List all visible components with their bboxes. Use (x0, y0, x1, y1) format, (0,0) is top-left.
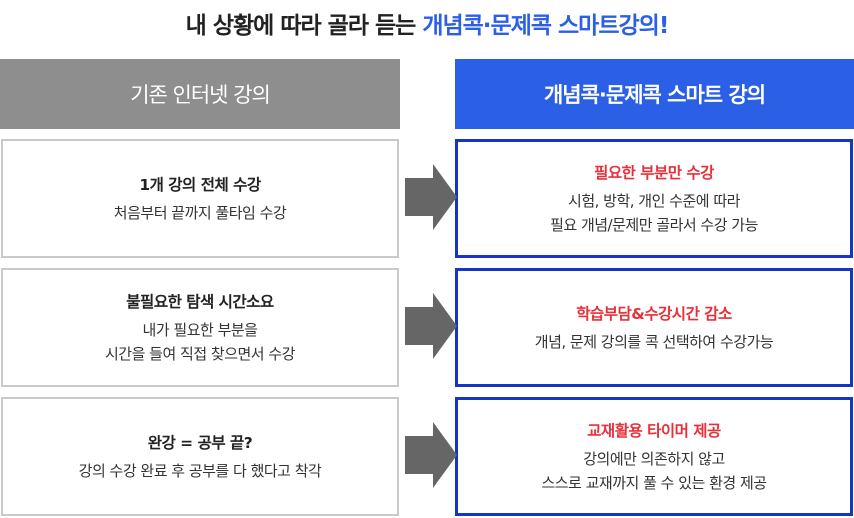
item-heading: 필요한 부분만 수강 (594, 163, 714, 182)
right-arrow-icon (405, 164, 457, 230)
right-arrow-icon (405, 293, 457, 359)
title-highlight: 개념콕·문제콕 스마트강의! (422, 13, 669, 39)
smart-lecture-header: 개념콕·문제콕 스마트 강의 (455, 59, 854, 129)
legacy-lecture-header: 기존 인터넷 강의 (0, 59, 400, 129)
item-description-line: 강의에만 의존하지 않고 (583, 449, 725, 468)
item-description-line: 처음부터 끝까지 풀타임 수강 (113, 203, 287, 222)
item-heading: 완강 = 공부 끝? (147, 433, 253, 452)
item-description-line: 시간을 들여 직접 찾으면서 수강 (105, 344, 295, 363)
item-description-line: 강의 수강 완료 후 공부를 다 했다고 착각 (78, 461, 322, 480)
legacy-item-box: 완강 = 공부 끝? 강의 수강 완료 후 공부를 다 했다고 착각 (1, 397, 399, 516)
item-heading: 1개 강의 전체 수강 (139, 175, 261, 194)
item-description-line: 스스로 교재까지 풀 수 있는 환경 제공 (541, 473, 767, 492)
title-main: 내 상황에 따라 골라 듣는 (185, 13, 423, 39)
item-description-line: 개념, 문제 강의를 콕 선택하여 수강가능 (534, 332, 774, 351)
item-description-line: 필요 개념/문제만 골라서 수강 가능 (550, 215, 758, 234)
item-description-line: 내가 필요한 부분을 (142, 320, 258, 339)
page-title: 내 상황에 따라 골라 듣는 개념콕·문제콕 스마트강의! (0, 6, 854, 40)
item-heading: 불필요한 탐색 시간소요 (126, 292, 274, 311)
item-description-line: 시험, 방학, 개인 수준에 따라 (568, 191, 740, 210)
item-heading: 교재활용 타이머 제공 (587, 421, 721, 440)
item-heading: 학습부담&수강시간 감소 (576, 304, 732, 323)
right-arrow-icon (405, 422, 457, 488)
